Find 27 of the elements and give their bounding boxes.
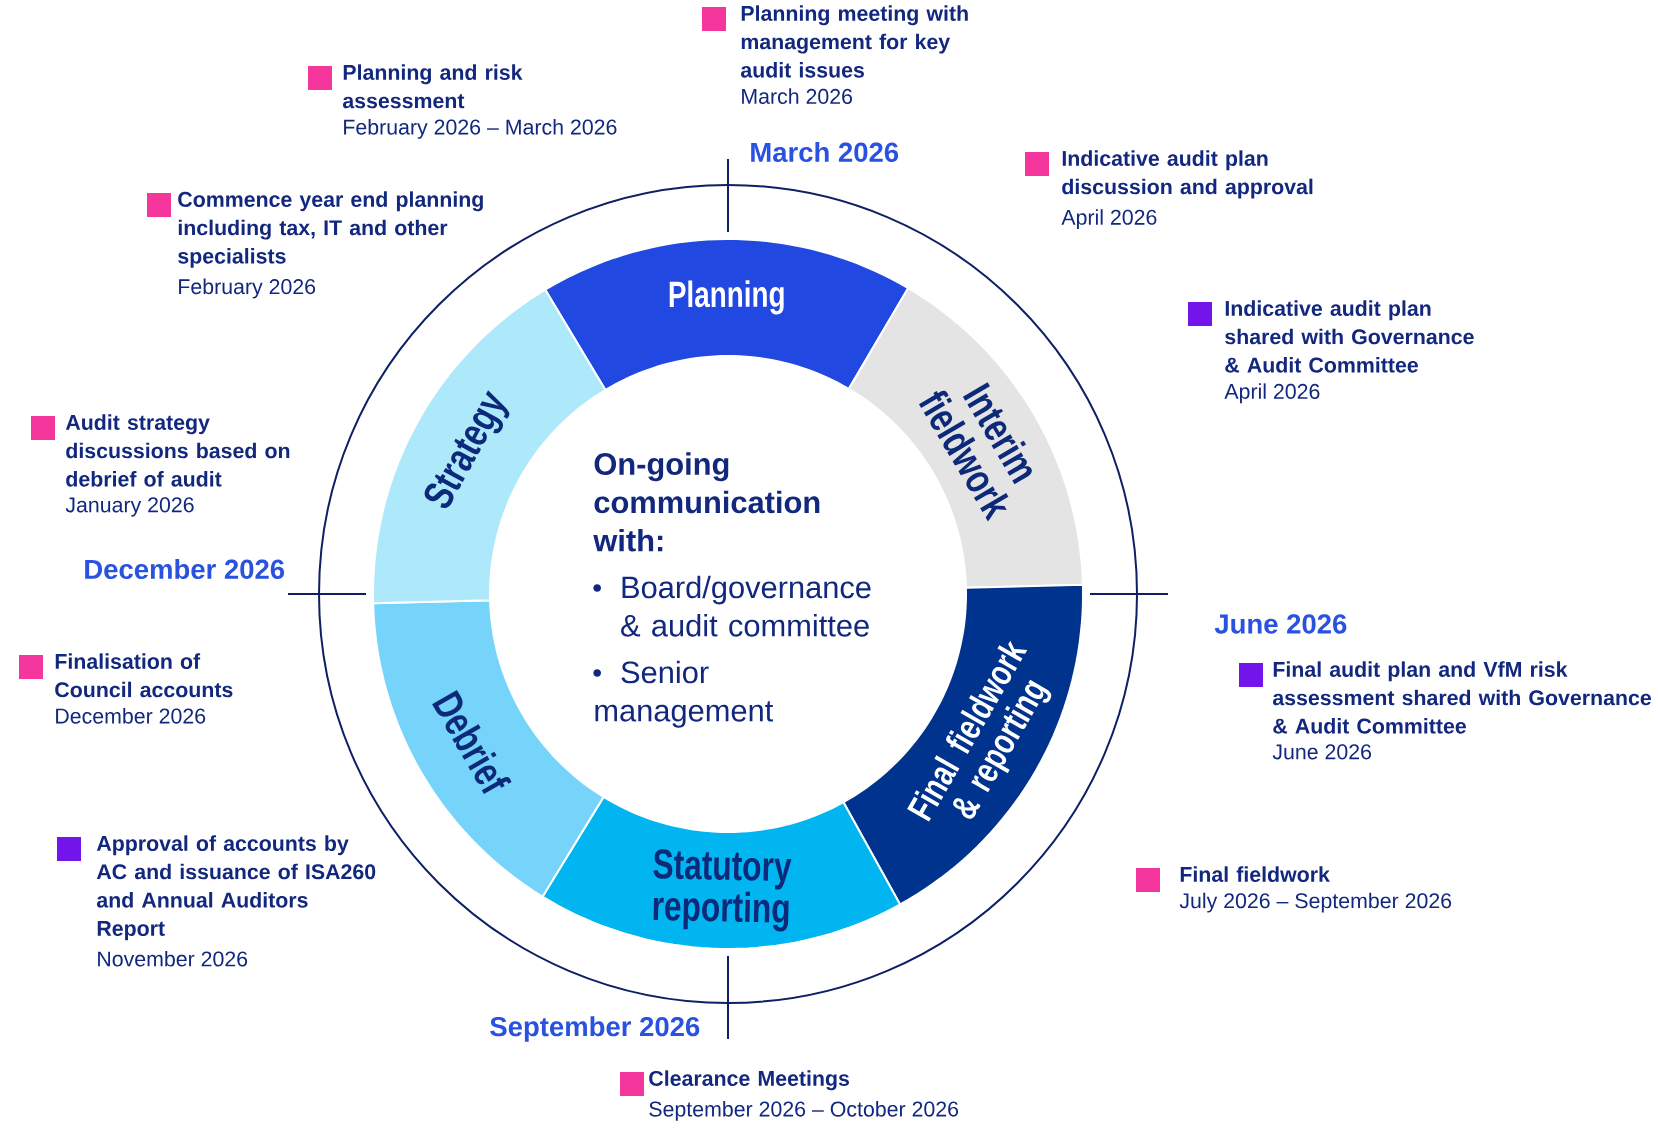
ring-segment: Statutory reporting (541, 795, 902, 950)
callout-date: June 2026 (1272, 744, 1371, 760)
callout-date: September 2026 – October 2026 (649, 1100, 959, 1121)
ring-segment: Planning (543, 238, 910, 392)
callout-title: Indicative audit plan discussion and approval (1062, 150, 1313, 199)
callout-title: Commence year end planning including tax, IT and other specialists (178, 191, 483, 268)
callout-title: Finalisation of Council accounts (55, 653, 233, 698)
month-label: September 2026 (490, 1016, 700, 1042)
callout-title: Final fieldwork (1180, 866, 1330, 882)
callout-date: April 2026 (1224, 383, 1320, 404)
callout-date: July 2026 – September 2026 (1179, 892, 1452, 913)
month-label: June 2026 (1214, 614, 1347, 634)
callout-date: February 2026 – March 2026 (344, 119, 617, 139)
callout-date: April 2026 (1061, 209, 1157, 230)
callout-date: March 2026 (742, 88, 853, 104)
callout-date: December 2026 (56, 708, 206, 724)
callout-date: February 2026 (179, 278, 316, 299)
callout-title: Clearance Meetings (649, 1070, 849, 1091)
callout-title: Indicative audit plan shared with Governance & Audit Committee (1225, 300, 1474, 373)
callout-title: Audit strategy discussions based on debrief of audit (65, 414, 290, 487)
callout-title: Planning and risk assessment (342, 64, 523, 109)
callout-title: Final audit plan and VfM risk assessment shared with Governance & Audit Committee (1273, 661, 1651, 734)
month-label: March 2026 (751, 141, 899, 163)
callout-date: November 2026 (98, 950, 248, 967)
callout-title: Planning meeting with management for key audit issues (740, 5, 968, 78)
month-label: December 2026 (85, 558, 285, 580)
callout-date: January 2026 (65, 497, 194, 517)
